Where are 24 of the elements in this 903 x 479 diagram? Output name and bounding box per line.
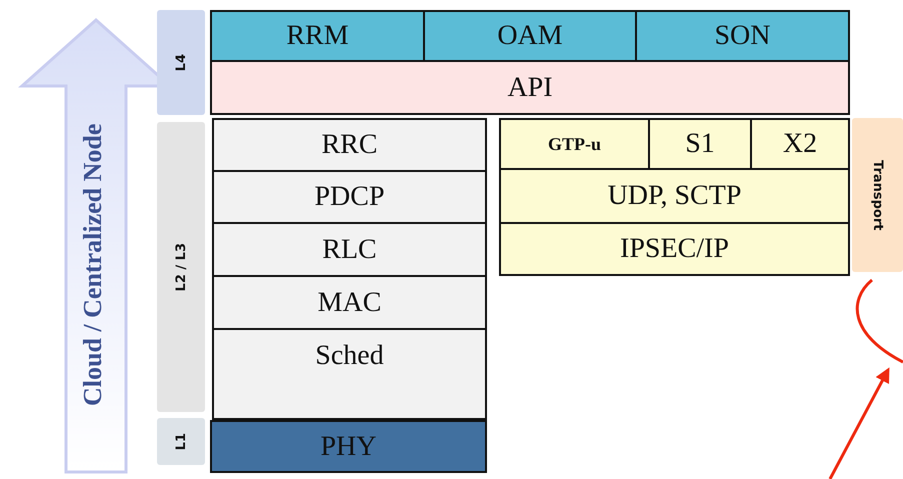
- layer-band: [852, 118, 903, 272]
- layer-band: [157, 10, 205, 115]
- axis-label: Cloud / Centralized Node: [78, 122, 108, 408]
- protocol-box: OAM: [423, 10, 637, 62]
- protocol-box: PDCP: [212, 170, 487, 224]
- protocol-box: API: [210, 60, 850, 115]
- layer-label: Transport: [870, 160, 885, 230]
- protocol-box: SON: [635, 10, 850, 62]
- protocol-box: X2: [750, 118, 850, 170]
- protocol-box: GTP-u: [499, 118, 650, 170]
- protocol-box: PHY: [210, 420, 487, 473]
- protocol-box: Sched: [212, 328, 487, 420]
- protocol-box: RRM: [210, 10, 425, 62]
- layer-band: [157, 122, 205, 412]
- layer-label: L1: [174, 432, 188, 450]
- layer-label: L4: [174, 54, 188, 72]
- protocol-box: UDP, SCTP: [499, 168, 850, 224]
- layer-band: [157, 418, 205, 465]
- protocol-box: RRC: [212, 118, 487, 172]
- protocol-box: IPSEC/IP: [499, 222, 850, 276]
- protocol-box: RLC: [212, 222, 487, 277]
- protocol-box: MAC: [212, 275, 487, 330]
- protocol-box: S1: [648, 118, 752, 170]
- layer-label: L2 / L3: [174, 242, 188, 292]
